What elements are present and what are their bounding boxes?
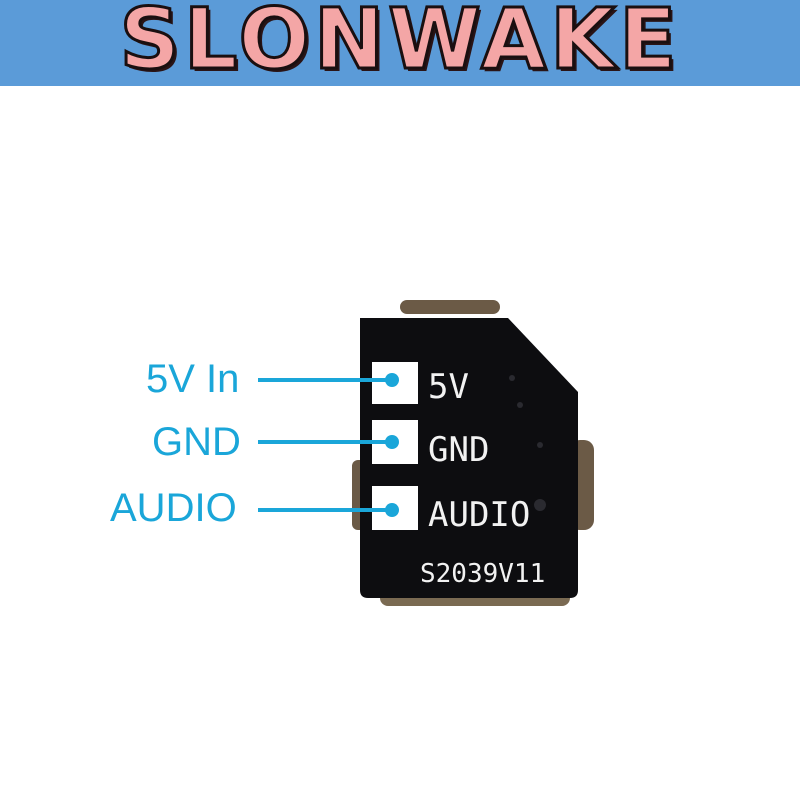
callout-label-gnd: GND [152, 420, 241, 464]
brand-title: SLONWAKE [118, 0, 681, 90]
callout-dot-audio [385, 503, 399, 517]
silk-label-audio: AUDIO [428, 495, 530, 535]
silk-model-number: S2039V11 [420, 559, 545, 589]
pcb-vias [509, 375, 546, 511]
silk-label-gnd: GND [428, 430, 489, 470]
callout-dot-5v [385, 373, 399, 387]
callout-dot-gnd [385, 435, 399, 449]
callout-label-audio: AUDIO [110, 486, 237, 530]
silk-label-5v: 5V [428, 367, 469, 407]
brand-banner: SLONWAKE [0, 0, 800, 90]
callout-label-5v-in: 5V In [146, 357, 240, 401]
